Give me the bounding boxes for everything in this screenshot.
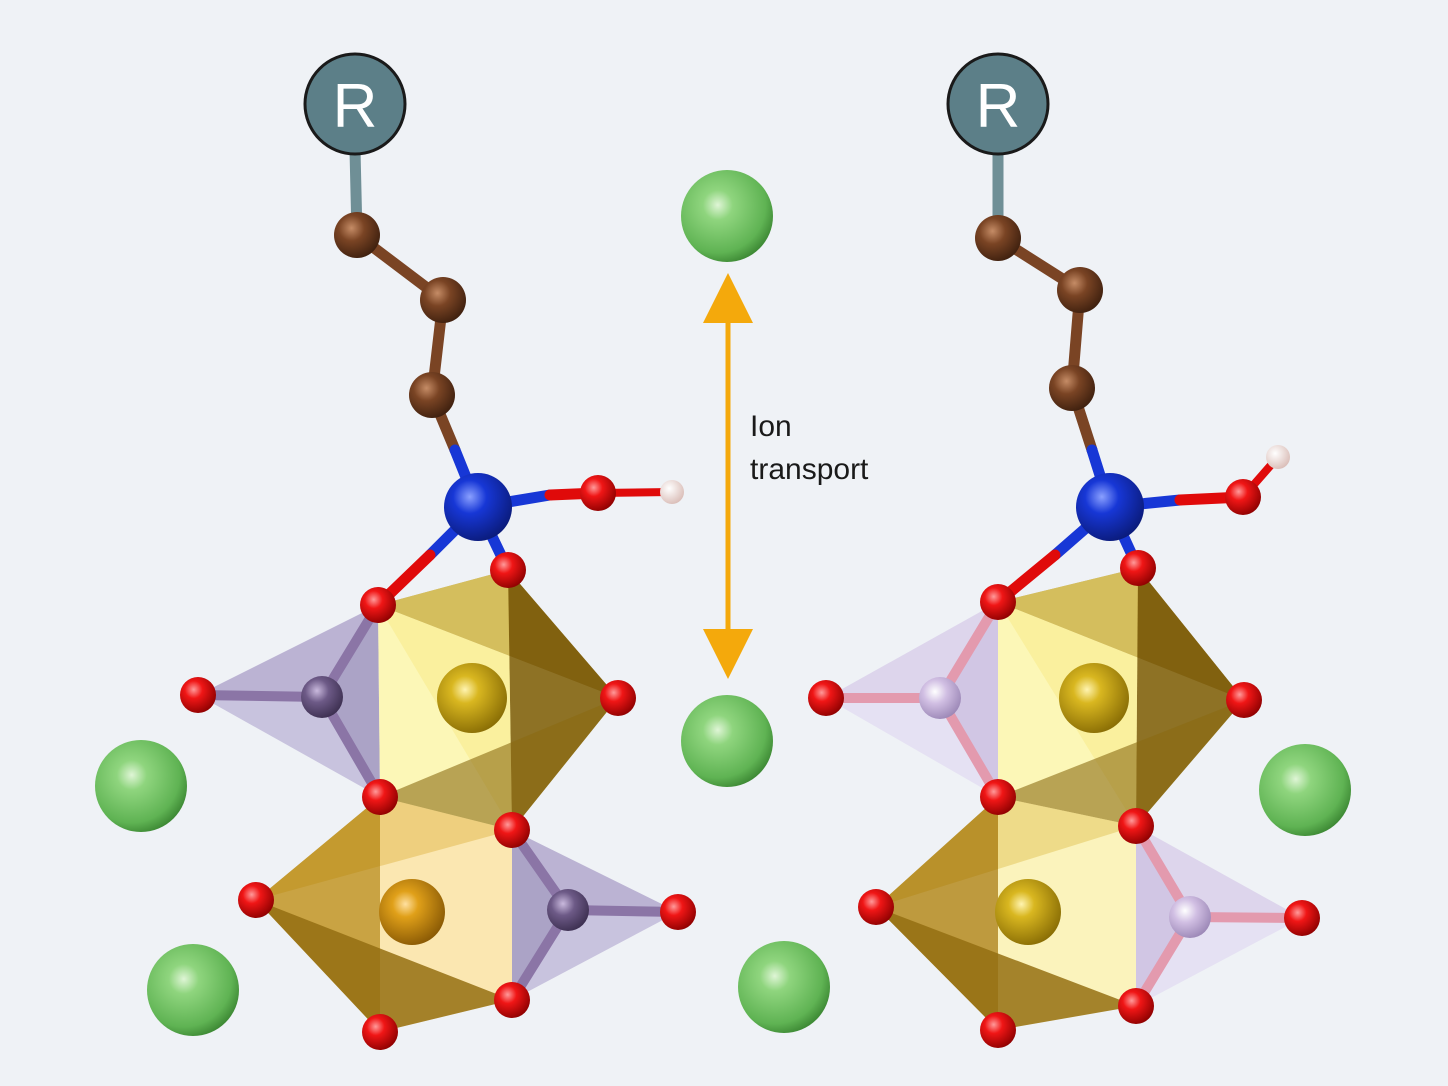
ion-transport-label-line1: Ion	[750, 410, 792, 443]
nitrogen-atom	[1076, 473, 1144, 541]
metal-atom-upper-left	[437, 663, 507, 733]
left-structure: R	[180, 52, 696, 1050]
phosphorus-atom-upper-left	[301, 676, 343, 718]
carbon-atom	[975, 215, 1021, 261]
r-group-label: R	[976, 72, 1021, 141]
carbon-atom	[1049, 365, 1095, 411]
metal-atom-upper-right	[1059, 663, 1129, 733]
phosphorus-atom-upper-right	[919, 677, 961, 719]
tetrahedron-upper-right	[826, 602, 998, 797]
carbon-atom	[1057, 267, 1103, 313]
tetrahedron-lower-left	[512, 830, 678, 1000]
hydrogen-atom	[1266, 445, 1290, 469]
ion-transport-annotation: Ion transport	[703, 273, 869, 679]
metal-atom-lower-right	[995, 879, 1061, 945]
carbon-atom	[334, 212, 380, 258]
r-group-left: R	[303, 52, 407, 156]
cation-atom	[147, 944, 239, 1036]
oxygen-atoms-left	[180, 552, 696, 1050]
octahedron-lower-right	[876, 797, 1136, 1030]
hydrogen-atom	[660, 480, 684, 504]
cation-atom	[738, 941, 830, 1033]
carbon-atom	[409, 372, 455, 418]
oxygen-atom-hydroxyl	[580, 475, 616, 511]
phosphorus-atom-lower-right	[1169, 896, 1211, 938]
r-group-label: R	[333, 72, 378, 141]
octahedron-lower-left	[256, 797, 512, 1032]
right-structure: R	[808, 52, 1320, 1048]
cation-atom	[681, 695, 773, 787]
cation-atom	[681, 170, 773, 262]
cation-spheres	[95, 170, 1351, 1036]
metal-atom-lower-left	[379, 879, 445, 945]
cation-atom	[1259, 744, 1351, 836]
cation-atom	[95, 740, 187, 832]
oxygen-atom-hydroxyl	[1225, 479, 1261, 515]
nitrogen-atom	[444, 473, 512, 541]
phosphorus-atom-lower-left	[547, 889, 589, 931]
r-group-right: R	[946, 52, 1050, 156]
ion-transport-label-line2: transport	[750, 453, 869, 486]
oxygen-atoms-right	[808, 550, 1320, 1048]
carbon-atom	[420, 277, 466, 323]
